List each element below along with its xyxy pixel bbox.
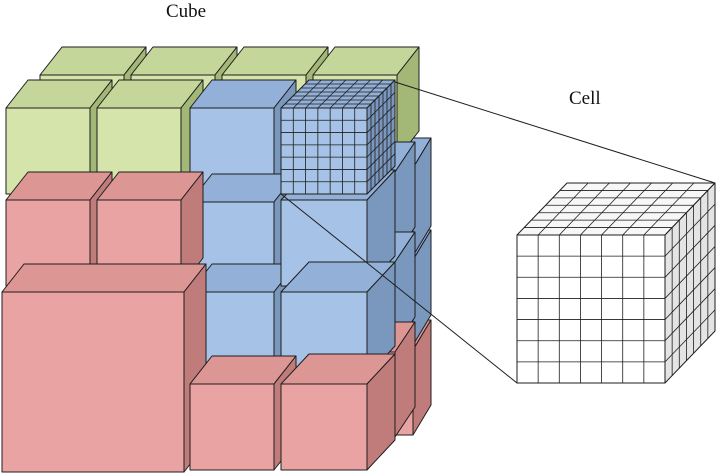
cell-grid-side-h xyxy=(664,246,716,299)
cell-grid-side-h xyxy=(664,225,716,278)
cell-grid-top-a xyxy=(601,182,652,236)
red-front-large xyxy=(1,263,207,473)
cell-label: Cell xyxy=(569,88,601,109)
hl-grid-side-h xyxy=(366,153,396,182)
red-front-bottom-1 xyxy=(189,355,297,471)
cell-grid-side-h xyxy=(664,288,716,341)
hl-grid-top-a xyxy=(329,79,359,109)
hl-grid-side-h xyxy=(366,141,396,170)
cell-grid-top-a xyxy=(580,182,631,236)
hl-grid-top-a xyxy=(342,79,371,109)
zoomed-cell-cube-front xyxy=(516,234,666,384)
cell-grid-top-a xyxy=(643,182,695,236)
hl-grid-top-a xyxy=(317,79,347,109)
cell-grid-top-a xyxy=(622,182,674,236)
projection-line-top xyxy=(394,81,716,184)
hl-grid-top-a xyxy=(305,79,334,109)
red-front-bottom-2 xyxy=(280,353,396,471)
red-front-bottom-1-front xyxy=(189,383,275,471)
hl-grid-side-h xyxy=(366,116,396,146)
cube-label: Cube xyxy=(166,1,207,22)
zoomed-cell-cube xyxy=(516,182,716,384)
hl-grid-top-a xyxy=(354,79,383,109)
projection-line-bottom xyxy=(280,193,518,384)
hl-grid-side-h xyxy=(366,128,396,158)
highlighted-cell-cube-front xyxy=(280,107,368,195)
cell-grid-side-h xyxy=(664,267,716,320)
cell-grid-top-a xyxy=(558,182,610,236)
red-front-large-top xyxy=(1,263,207,293)
hl-grid-side-h xyxy=(366,92,396,121)
red-front-large-front xyxy=(1,291,185,473)
highlighted-cell-cube xyxy=(280,79,396,195)
cell-grid-side-h xyxy=(664,309,716,363)
cell-grid-side-h xyxy=(664,203,716,257)
cell-grid-top-a xyxy=(537,182,589,236)
hl-grid-side-h xyxy=(366,104,396,133)
red-front-bottom-2-front xyxy=(280,383,368,471)
hl-grid-top-a xyxy=(293,79,322,109)
